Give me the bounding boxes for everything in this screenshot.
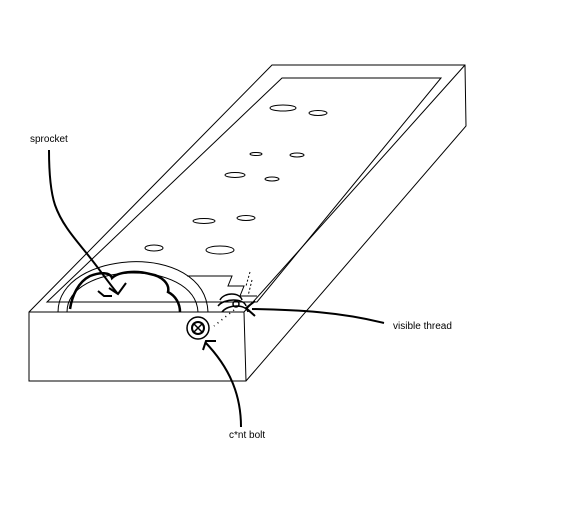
hole bbox=[308, 110, 328, 116]
bolt-slot bbox=[192, 322, 204, 334]
sprocket-leader bbox=[48, 149, 119, 295]
box-top-face bbox=[28, 64, 467, 382]
thread-bracket bbox=[187, 271, 257, 297]
leader-lines bbox=[48, 149, 385, 428]
thread-loop bbox=[217, 299, 247, 307]
thread-leader bbox=[251, 308, 385, 324]
box-top-right-edge bbox=[243, 64, 466, 313]
sprocket-tooth bbox=[97, 290, 112, 297]
sprocket-arrowhead bbox=[108, 282, 127, 296]
enclosure-box bbox=[28, 64, 467, 382]
sprocket-label: sprocket bbox=[30, 134, 68, 145]
hole bbox=[205, 245, 235, 255]
hole bbox=[144, 244, 164, 252]
panel-holes bbox=[144, 104, 328, 255]
hole bbox=[224, 172, 246, 178]
bolt-leader bbox=[204, 341, 242, 428]
bracket-outline bbox=[187, 275, 257, 297]
hole bbox=[269, 104, 297, 112]
bolt-head bbox=[186, 316, 210, 340]
hole bbox=[192, 218, 216, 224]
bolt-label: c*nt bolt bbox=[229, 430, 265, 441]
thread-loop bbox=[219, 293, 243, 301]
bolt-arrowhead bbox=[202, 340, 216, 351]
thread-arrowhead bbox=[244, 300, 256, 317]
hole bbox=[264, 176, 280, 182]
sprocket-assembly bbox=[57, 261, 209, 313]
thread-pin bbox=[232, 300, 240, 308]
bolt bbox=[186, 316, 210, 340]
thread-coil bbox=[217, 293, 249, 313]
box-vertical-edge bbox=[243, 311, 247, 382]
hole bbox=[249, 152, 263, 156]
sprocket-gear bbox=[68, 270, 182, 313]
bracket-dash bbox=[245, 271, 251, 287]
inner-panel bbox=[45, 77, 443, 303]
visible-thread-label: visible thread bbox=[393, 321, 452, 332]
hole bbox=[289, 152, 305, 158]
sprocket-housing bbox=[57, 261, 209, 313]
hole bbox=[236, 215, 256, 221]
bolt-core bbox=[191, 321, 205, 335]
bracket-dash bbox=[247, 279, 253, 297]
